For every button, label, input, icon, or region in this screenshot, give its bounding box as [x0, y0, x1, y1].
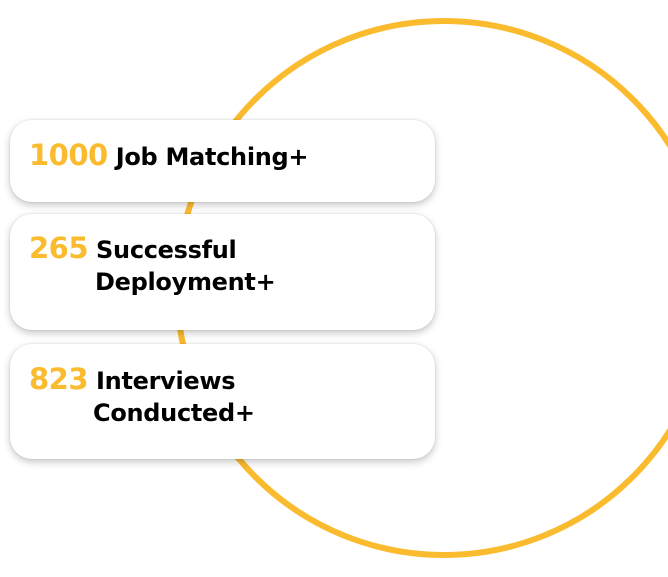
stat-label-continuation: Deployment+ — [95, 268, 276, 296]
stat-label: Successful — [96, 236, 237, 264]
stat-label-continuation: Conducted+ — [93, 399, 255, 427]
stat-card-successful-deployment: 265 Successful Deployment+ — [10, 214, 435, 330]
stat-line: 823 Interviews — [29, 363, 423, 397]
stat-number: 1000 — [29, 138, 108, 172]
stat-label: Job Matching+ — [115, 143, 309, 171]
stat-card-job-matching: 1000 Job Matching+ — [10, 120, 435, 202]
stat-label: Interviews — [96, 367, 236, 395]
stat-line: 1000 Job Matching+ — [29, 139, 423, 173]
stat-line: 265 Successful — [29, 232, 423, 266]
stat-number: 823 — [29, 362, 89, 396]
stat-card-interviews-conducted: 823 Interviews Conducted+ — [10, 344, 435, 459]
stat-number: 265 — [29, 231, 89, 265]
